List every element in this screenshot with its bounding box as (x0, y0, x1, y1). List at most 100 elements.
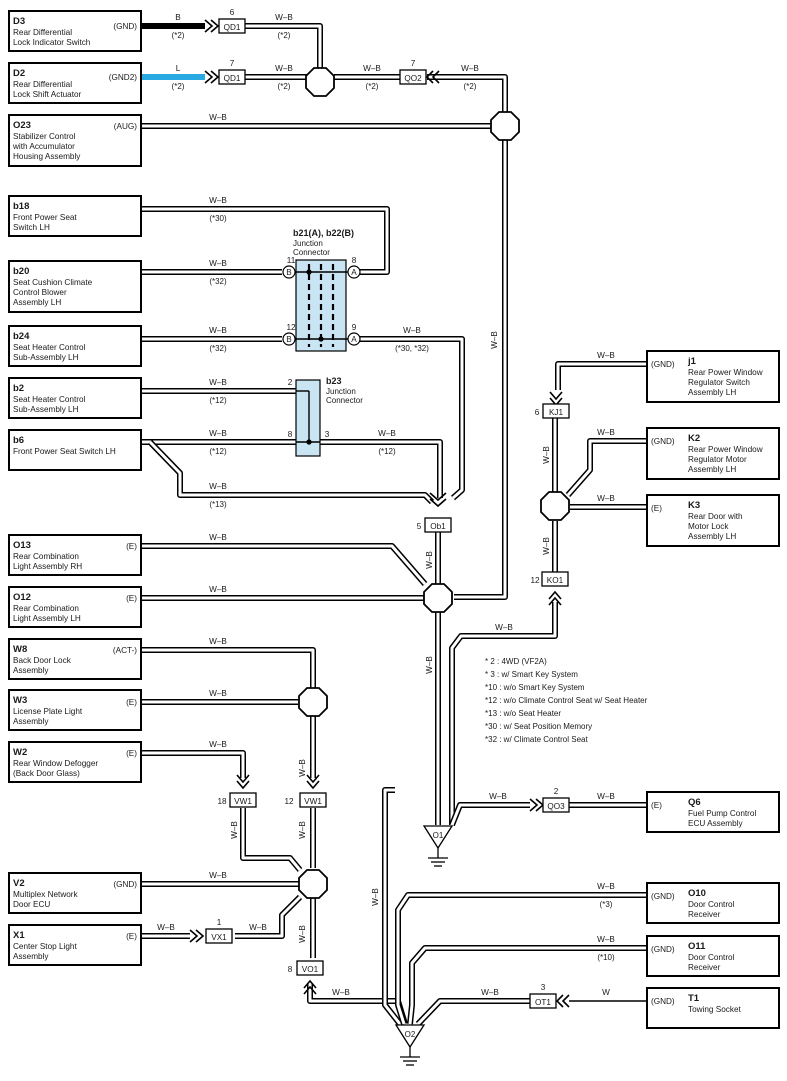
svg-text:W–B: W–B (403, 326, 421, 335)
note-3: * 3 : w/ Smart Key System (485, 670, 578, 679)
svg-text:Seat Heater Control: Seat Heater Control (13, 343, 86, 352)
svg-text:W–B: W–B (209, 871, 227, 880)
svg-text:Rear Power Window: Rear Power Window (688, 445, 763, 454)
svg-text:Rear Door with: Rear Door with (688, 512, 743, 521)
svg-text:Rear Window Defogger: Rear Window Defogger (13, 759, 98, 768)
pin-11: 11 (287, 256, 296, 265)
svg-text:W–B: W–B (597, 428, 615, 437)
svg-text:(*30): (*30) (209, 214, 227, 223)
svg-text:Rear Power Window: Rear Power Window (688, 368, 763, 377)
svg-text:Assembly LH: Assembly LH (688, 465, 736, 474)
connector-qd1-top: QD1 6 (204, 8, 246, 34)
svg-text:Control Blower: Control Blower (13, 288, 67, 297)
connector-vo1: VO1 8 (288, 960, 324, 995)
svg-text:Assembly: Assembly (13, 717, 49, 726)
svg-text:W–B: W–B (209, 585, 227, 594)
component-b2: b2 Seat Heater Control Sub-Assembly LH (8, 377, 142, 419)
svg-text:Door ECU: Door ECU (13, 900, 50, 909)
svg-text:Switch LH: Switch LH (13, 223, 50, 232)
svg-text:W–B: W–B (298, 821, 307, 839)
svg-text:(*2): (*2) (464, 82, 477, 91)
svg-text:(*2): (*2) (278, 82, 291, 91)
junction-connector-b23: 2 8 3 b23 Junction Connector (288, 376, 363, 457)
svg-text:8: 8 (288, 965, 293, 974)
svg-text:Towing Socket: Towing Socket (688, 1005, 742, 1014)
svg-text:6: 6 (535, 408, 540, 417)
svg-text:Multiplex Network: Multiplex Network (13, 890, 79, 899)
svg-text:b18: b18 (13, 201, 29, 212)
note-2: * 2 : 4WD (VF2A) (485, 657, 547, 666)
svg-text:(*10): (*10) (597, 953, 615, 962)
pin-9: 9 (352, 323, 357, 332)
svg-text:D2: D2 (13, 68, 25, 79)
svg-text:O23: O23 (13, 120, 31, 131)
note-32: *32 : w/ Climate Control Seat (485, 735, 588, 744)
svg-text:Housing Assembly: Housing Assembly (13, 152, 81, 161)
connector-vx1: VX1 1 (189, 918, 233, 944)
svg-text:Sub-Assembly LH: Sub-Assembly LH (13, 405, 79, 414)
svg-text:Stabilizer Control: Stabilizer Control (13, 132, 76, 141)
svg-text:7: 7 (411, 59, 416, 68)
junction-b21-title: b21(A), b22(B) (293, 228, 354, 238)
note-13: *13 : w/o Seat Heater (485, 709, 561, 718)
svg-text:Assembly LH: Assembly LH (688, 388, 736, 397)
svg-text:W–B: W–B (332, 988, 350, 997)
component-o11: (GND) O11 Door Control Receiver (646, 935, 780, 977)
svg-text:W–B: W–B (230, 821, 239, 839)
connector-ob1: Ob1 5 (417, 492, 452, 533)
svg-text:W–B: W–B (490, 331, 499, 349)
junction-b21-sub-2: Connector (293, 248, 330, 257)
svg-text:O11: O11 (688, 941, 706, 952)
pin-8-b23: 8 (288, 430, 293, 439)
svg-text:Rear Combination: Rear Combination (13, 552, 79, 561)
svg-text:(ACT-): (ACT-) (113, 646, 137, 655)
svg-text:W–B: W–B (209, 429, 227, 438)
svg-text:W–B: W–B (275, 13, 293, 22)
svg-text:(E): (E) (126, 542, 137, 551)
connector-kj1: KJ1 6 (535, 391, 570, 419)
component-o13: O13 Rear Combination Light Assembly RH (… (8, 534, 142, 576)
splice-o23 (490, 111, 520, 141)
svg-text:Rear Combination: Rear Combination (13, 604, 79, 613)
svg-text:O13: O13 (13, 540, 31, 551)
svg-text:W–B: W–B (597, 494, 615, 503)
component-v2: V2 Multiplex Network Door ECU (GND) (8, 872, 142, 914)
svg-text:W–B: W–B (489, 792, 507, 801)
connector-qo3: QO3 2 (529, 787, 570, 813)
svg-text:2: 2 (554, 787, 559, 796)
svg-text:W–B: W–B (249, 923, 267, 932)
splice-qd1 (305, 67, 335, 97)
svg-text:18: 18 (217, 797, 227, 806)
svg-text:Ob1: Ob1 (430, 522, 446, 531)
svg-text:(E): (E) (126, 749, 137, 758)
svg-text:1: 1 (217, 918, 222, 927)
svg-text:VW1: VW1 (234, 797, 252, 806)
svg-text:W–B: W–B (209, 113, 227, 122)
svg-text:W–B: W–B (298, 925, 307, 943)
svg-text:QD1: QD1 (224, 74, 241, 83)
svg-text:Sub-Assembly LH: Sub-Assembly LH (13, 353, 79, 362)
svg-text:Front Power Seat Switch LH: Front Power Seat Switch LH (13, 447, 116, 456)
svg-text:VO1: VO1 (302, 965, 319, 974)
svg-text:QO2: QO2 (404, 74, 422, 83)
svg-text:Assembly LH: Assembly LH (13, 298, 61, 307)
svg-text:(GND): (GND) (651, 892, 675, 901)
wire-layer (141, 23, 647, 1027)
svg-text:b2: b2 (13, 383, 24, 394)
component-o10: (GND) O10 Door Control Receiver (646, 882, 780, 924)
svg-text:K2: K2 (688, 433, 700, 444)
svg-text:KJ1: KJ1 (549, 408, 564, 417)
svg-text:Rear Differential: Rear Differential (13, 28, 72, 37)
svg-text:with Accumulator: with Accumulator (12, 142, 75, 151)
wire-label-b: B (175, 13, 181, 22)
svg-text:b20: b20 (13, 266, 29, 277)
svg-text:K3: K3 (688, 500, 700, 511)
svg-text:b24: b24 (13, 331, 30, 342)
component-d2: D2 Rear Differential Lock Shift Actuator… (8, 62, 142, 104)
svg-text:W–B: W–B (542, 446, 551, 464)
pin-a-upper: A (351, 268, 357, 277)
svg-text:O12: O12 (13, 592, 31, 603)
svg-text:W–B: W–B (597, 935, 615, 944)
svg-text:b6: b6 (13, 435, 24, 446)
